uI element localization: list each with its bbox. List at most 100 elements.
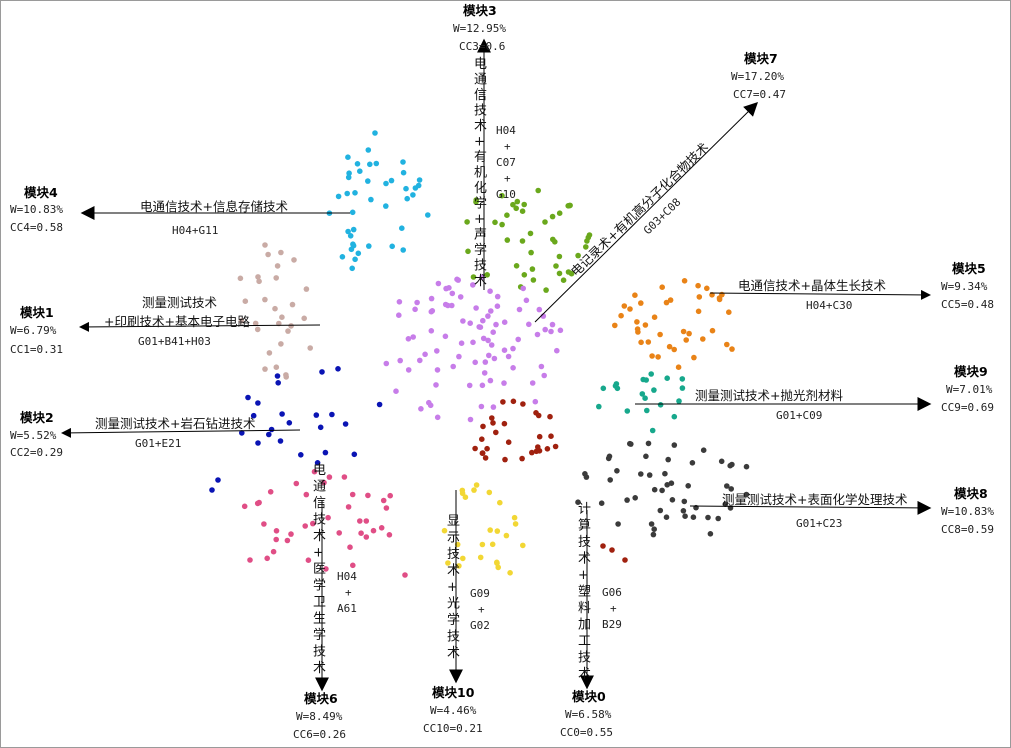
module9-node (664, 375, 670, 382)
module11-node (443, 285, 449, 292)
module3-node (412, 185, 419, 191)
module11-node (526, 321, 532, 328)
module9-code: G01+C09 (776, 409, 822, 422)
module1-node (285, 328, 291, 334)
module5-group: 模块5 W=9.34% CC5=0.48 电通信技术+晶体生长技术 H04+C3… (738, 261, 994, 312)
module1-node (273, 364, 280, 371)
module11-node (557, 327, 564, 334)
module2-node (351, 451, 358, 458)
module2-node (209, 487, 215, 493)
module10-node (473, 482, 480, 488)
module4-code: H04+G11 (172, 224, 218, 237)
module11-node (493, 321, 499, 328)
module1-node (288, 323, 294, 329)
module11-node (414, 299, 420, 306)
module5-node (659, 284, 665, 291)
module8-node (700, 447, 707, 454)
module11-node (534, 331, 541, 338)
module3-node (416, 177, 423, 183)
module10-node (487, 527, 494, 533)
module3-node (366, 243, 372, 249)
module10-node (477, 554, 484, 561)
module9-weight: W=7.01% (946, 383, 993, 396)
module3-node (345, 228, 351, 235)
module6-node (383, 505, 390, 511)
module10-node (497, 499, 503, 506)
module9-node (596, 403, 602, 410)
module8-node (657, 507, 664, 514)
module6-node (270, 548, 277, 555)
module7-title: 模块7 (744, 51, 778, 66)
module10-node (456, 563, 462, 569)
module7-node (514, 198, 521, 205)
module7-node (499, 221, 505, 228)
module3-node (425, 212, 431, 218)
module8-label: 测量测试技术+表面化学处理技术 (722, 492, 908, 507)
module9-node (679, 376, 686, 382)
module7-node (519, 208, 526, 214)
module11-node (523, 297, 530, 304)
module3-code: H04+C07+G10 (496, 124, 516, 201)
module11-node (434, 348, 440, 354)
module1-node (307, 345, 314, 351)
module11-node (541, 372, 547, 379)
module5-cc: CC5=0.48 (941, 298, 994, 311)
module0-node (490, 420, 496, 426)
module3-title: 模块3 (463, 3, 497, 18)
module6-cc: CC6=0.26 (293, 728, 346, 741)
module7-node (527, 230, 534, 237)
module8-node (615, 521, 621, 527)
module8-node (724, 483, 730, 489)
module1-node (262, 366, 268, 372)
module1-node (273, 275, 280, 281)
module2-group: 模块2 W=5.52% CC2=0.29 测量测试技术+岩石钻进技术 G01+E… (10, 410, 256, 459)
module3-node (357, 168, 363, 174)
module8-node (650, 531, 657, 538)
module1-node (238, 318, 245, 324)
module8-node (605, 455, 612, 462)
module3-node (383, 180, 389, 187)
module11-node (450, 363, 457, 370)
module5-node (686, 330, 692, 337)
module0-node (535, 444, 541, 450)
module0-node (480, 423, 486, 430)
module3-node (400, 247, 407, 253)
module10-cc: CC10=0.21 (423, 722, 483, 735)
module7-node (542, 219, 548, 225)
module11-node (487, 288, 493, 295)
module7-node (549, 213, 556, 220)
module9-node (651, 387, 657, 393)
module8-node (638, 471, 644, 477)
module8-group: 模块8 W=10.83% CC8=0.59 测量测试技术+表面化学处理技术 G0… (722, 486, 994, 536)
module6-node (321, 479, 327, 486)
module5-node (655, 354, 661, 360)
module11-node (417, 357, 423, 364)
module6-node (358, 530, 364, 536)
module11-node (428, 328, 435, 334)
module2-node (215, 477, 221, 483)
module6-node (273, 528, 280, 534)
module3-node (368, 196, 374, 203)
module6-node (402, 572, 408, 578)
module1-node (283, 372, 289, 378)
module2-node (342, 421, 349, 427)
module9-node (643, 377, 649, 383)
module6-node (241, 503, 248, 510)
module8-node (627, 440, 633, 447)
module6-node (256, 499, 262, 506)
module10-node (459, 487, 466, 494)
module6-node (387, 492, 394, 499)
module5-code: H04+C30 (806, 299, 852, 312)
module11-node (548, 328, 554, 335)
module8-node (718, 458, 725, 465)
module3-node (344, 190, 351, 197)
module2-node (376, 401, 383, 408)
module0-node (552, 443, 559, 450)
module11-node (487, 377, 494, 384)
module7-cc: CC7=0.47 (733, 88, 786, 101)
module8-node (743, 491, 750, 498)
module8-node (663, 514, 670, 520)
node-cloud (209, 130, 750, 578)
module11-node (510, 365, 516, 371)
module9-node (600, 385, 607, 392)
